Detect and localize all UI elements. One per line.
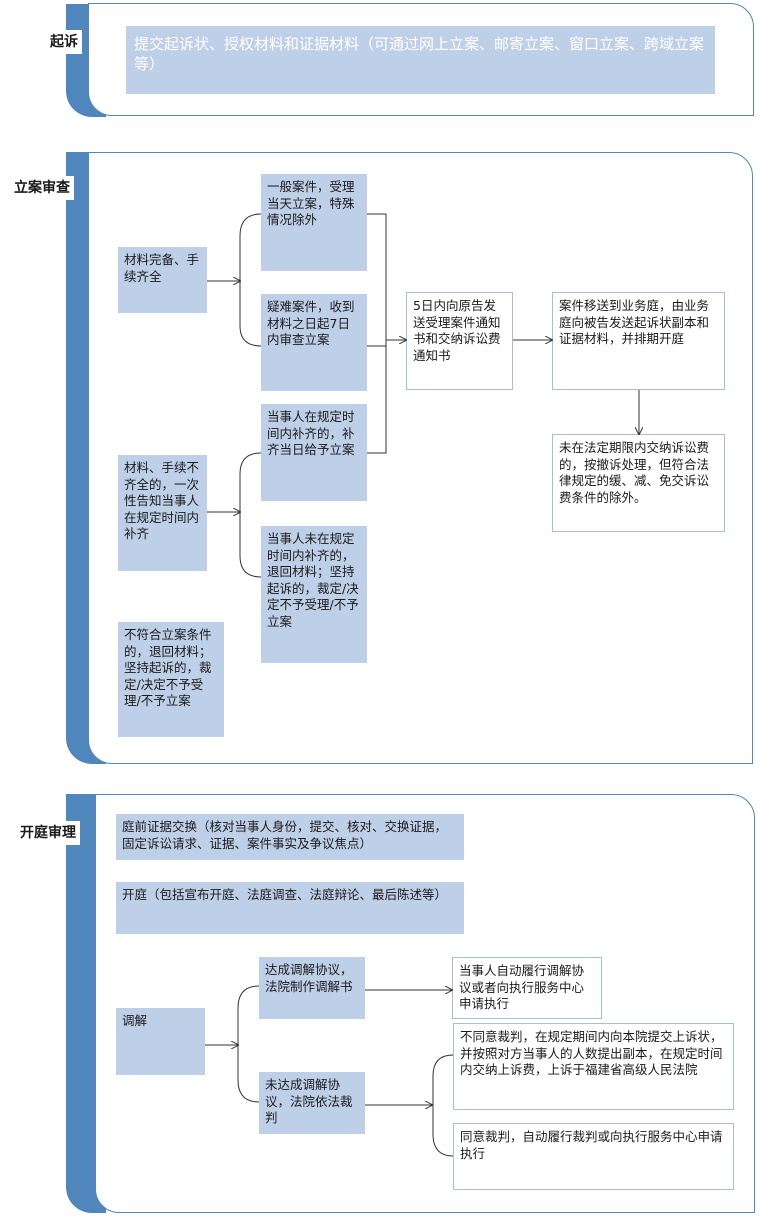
general-case-box: 一般案件，受理当天立案，特殊情况除外 <box>261 174 367 271</box>
evidence-exchange-box: 庭前证据交换（核对当事人身份，提交、核对、交换证据，固定诉讼请求、证据、案件事实… <box>116 814 464 860</box>
supplied-in-time-box: 当事人在规定时间内补齐的，补齐当日给予立案 <box>261 404 367 501</box>
mediation-box: 调解 <box>116 1008 205 1075</box>
mediation-agreed-box: 达成调解协议，法院制作调解书 <box>259 957 365 1019</box>
trial-section-label: 开庭审理 <box>16 821 80 845</box>
appeal-box: 不同意裁判，在规定期间内向本院提交上诉状，并按照对方当事人的人数提出副本，在规定… <box>453 1023 734 1110</box>
mediation-execution-box: 当事人自动履行调解协议或者向执行服务中心申请执行 <box>452 957 602 1019</box>
mediation-failed-box: 未达成调解协议，法院依法裁判 <box>259 1072 365 1134</box>
court-hearing-box: 开庭（包括宣布开庭、法庭调查、法庭辩论、最后陈述等） <box>116 882 464 934</box>
accept-judgment-box: 同意裁判，自动履行裁判或向执行服务中心申请执行 <box>453 1123 734 1190</box>
not-supplied-box: 当事人未在规定时间内补齐的，退回材料；坚持起诉的，裁定/决定不予受理/不予立案 <box>261 526 367 663</box>
difficult-case-box: 疑难案件，收到材料之日起7日内审查立案 <box>261 294 367 391</box>
materials-complete-box: 材料完备、手续齐全 <box>118 247 207 313</box>
materials-incomplete-box: 材料、手续不齐全的，一次性告知当事人在规定时间内补齐 <box>118 455 207 571</box>
filing-section-label: 起诉 <box>46 30 82 54</box>
review-section-label: 立案审查 <box>10 176 74 200</box>
not-eligible-box: 不符合立案条件的，退回材料；坚持起诉的，裁定/决定不予受理/不予立案 <box>118 622 224 737</box>
fee-unpaid-box: 未在法定期限内交纳诉讼费的，按撤诉处理，但符合法律规定的缓、减、免交诉讼费条件的… <box>552 434 725 532</box>
acceptance-notice-box: 5日内向原告发送受理案件通知书和交纳诉讼费通知书 <box>406 292 513 390</box>
filing-requirements-box: 提交起诉状、授权材料和证据材料（可通过网上立案、邮寄立案、窗口立案、跨域立案等） <box>126 26 715 94</box>
case-transfer-box: 案件移送到业务庭，由业务庭向被告发送起诉状副本和证据材料，并排期开庭 <box>552 292 725 390</box>
